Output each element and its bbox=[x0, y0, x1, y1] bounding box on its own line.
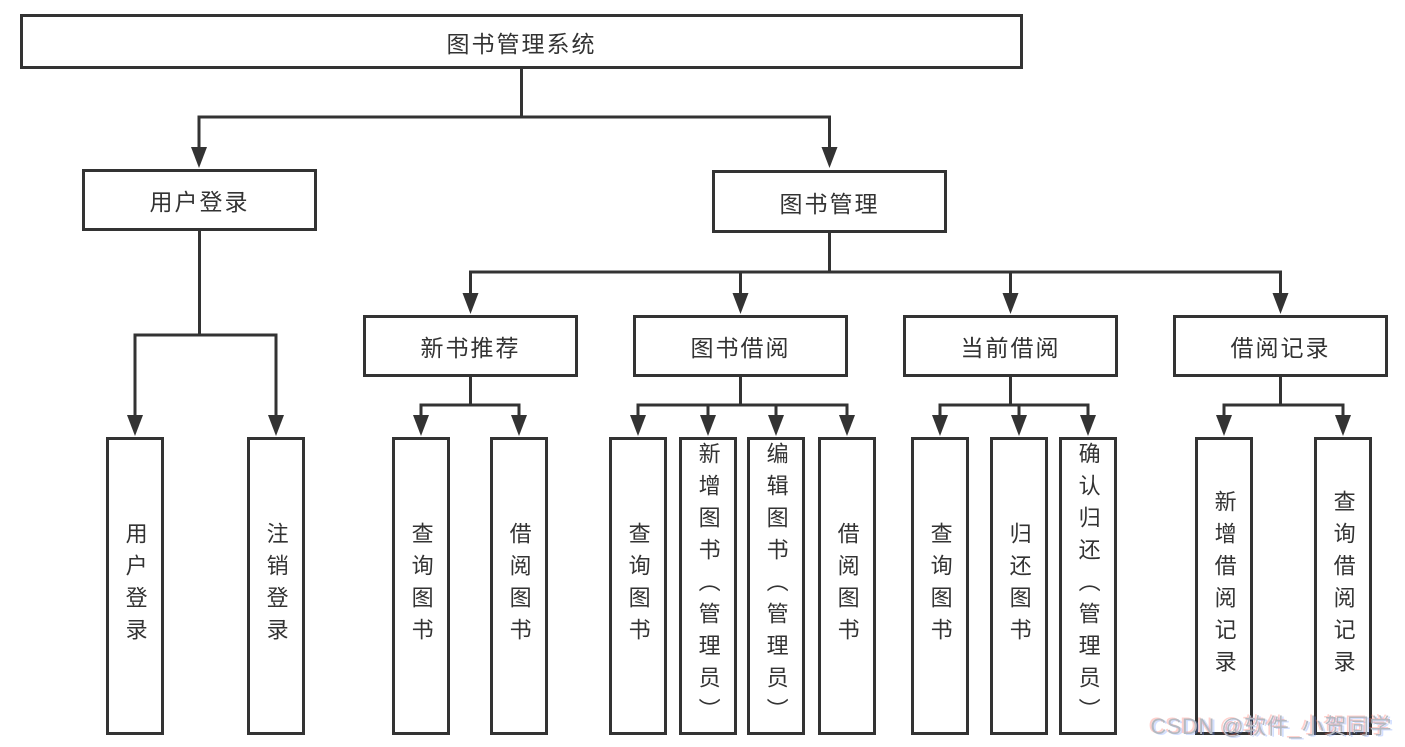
leaf-label: 借阅图书 bbox=[506, 522, 532, 650]
node-label: 当前借阅 bbox=[960, 335, 1061, 361]
arrowhead-icons bbox=[127, 147, 1351, 436]
leaf-label: 借阅图书 bbox=[834, 522, 860, 650]
leaf-add-borrow-record: 新增借阅记录 bbox=[1195, 437, 1253, 735]
node-label: 用户登录 bbox=[149, 189, 250, 215]
node-label: 图书管理系统 bbox=[446, 30, 597, 57]
leaf-label: 归还图书 bbox=[1006, 522, 1032, 650]
leaf-return-book: 归还图书 bbox=[990, 437, 1048, 735]
leaf-label: 新增借阅记录 bbox=[1211, 490, 1237, 682]
node-current-borrow: 当前借阅 bbox=[903, 315, 1118, 377]
leaf-query-books-recommend: 查询图书 bbox=[392, 437, 450, 735]
leaf-label: 新增图书（管理员） bbox=[695, 442, 721, 730]
leaf-edit-book-admin: 编辑图书（管理员） bbox=[747, 437, 805, 735]
leaf-query-books-current: 查询图书 bbox=[911, 437, 969, 735]
leaf-label: 查询借阅记录 bbox=[1330, 490, 1356, 682]
leaf-query-books-borrow: 查询图书 bbox=[609, 437, 667, 735]
node-new-book-recommend: 新书推荐 bbox=[363, 315, 578, 377]
node-label: 图书借阅 bbox=[690, 335, 791, 361]
csdn-watermark: CSDN @软件_小贺同学 bbox=[1150, 714, 1392, 739]
leaf-label: 查询图书 bbox=[625, 522, 651, 650]
leaf-user-login: 用户登录 bbox=[106, 437, 164, 735]
leaf-confirm-return-admin: 确认归还（管理员） bbox=[1059, 437, 1117, 735]
leaf-add-book-admin: 新增图书（管理员） bbox=[679, 437, 737, 735]
leaf-label: 确认归还（管理员） bbox=[1075, 442, 1101, 730]
leaf-label: 注销登录 bbox=[263, 522, 289, 650]
node-label: 新书推荐 bbox=[420, 335, 521, 361]
leaf-query-borrow-record: 查询借阅记录 bbox=[1314, 437, 1372, 735]
leaf-label: 用户登录 bbox=[122, 522, 148, 650]
node-root: 图书管理系统 bbox=[20, 14, 1023, 69]
tree-edges bbox=[133, 69, 1345, 418]
leaf-borrow-books-recommend: 借阅图书 bbox=[490, 437, 548, 735]
leaf-label: 编辑图书（管理员） bbox=[763, 442, 789, 730]
node-user-login-group: 用户登录 bbox=[82, 169, 317, 231]
node-label: 图书管理 bbox=[779, 190, 880, 217]
node-book-management: 图书管理 bbox=[712, 170, 947, 233]
leaf-borrow-books-borrow: 借阅图书 bbox=[818, 437, 876, 735]
leaf-label: 查询图书 bbox=[408, 522, 434, 650]
leaf-logout: 注销登录 bbox=[247, 437, 305, 735]
leaf-label: 查询图书 bbox=[927, 522, 953, 650]
node-borrow-records: 借阅记录 bbox=[1173, 315, 1388, 377]
node-book-borrow: 图书借阅 bbox=[633, 315, 848, 377]
node-label: 借阅记录 bbox=[1230, 335, 1331, 361]
